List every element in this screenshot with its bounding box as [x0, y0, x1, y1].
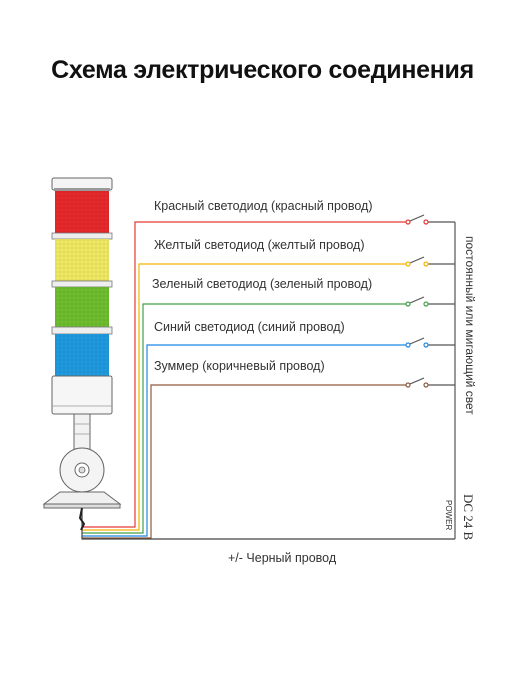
wire-green	[82, 303, 406, 534]
wire-label-brown: Зуммер (коричневый провод)	[154, 359, 325, 373]
power-voltage: DC 24 В	[461, 494, 476, 541]
wire-blue	[82, 344, 406, 537]
tower-cap-band	[54, 188, 110, 191]
wire-label-red: Красный светодиод (красный провод)	[154, 199, 372, 213]
switch-green	[405, 296, 455, 307]
divider-ring	[51, 326, 113, 335]
tower-pole	[73, 413, 91, 451]
diagram-title: Схема электрического соединения	[51, 56, 474, 84]
buzzer-base	[51, 375, 113, 415]
black-wire-label: +/- Черный провод	[228, 551, 337, 565]
wire-labels: Красный светодиод (красный провод) Желтый…	[152, 199, 372, 373]
wire-label-blue: Синий светодиод (синий провод)	[154, 320, 345, 334]
divider-ring	[51, 232, 113, 240]
switch-brown	[405, 377, 455, 388]
switch-yellow	[405, 256, 455, 267]
wire-red	[82, 221, 406, 528]
wire-label-yellow: Желтый светодиод (желтый провод)	[154, 238, 364, 252]
black-wire	[78, 507, 455, 540]
power-label: POWER	[444, 500, 453, 530]
mounting-base	[42, 491, 122, 505]
side-label: постоянный или мигающий свет	[463, 236, 477, 415]
wire-yellow	[82, 263, 406, 531]
signal-tower	[42, 177, 122, 509]
divider-ring	[51, 280, 113, 288]
switch-red	[405, 214, 455, 225]
wire-brown	[82, 384, 406, 539]
switch-blue	[405, 337, 455, 348]
wires-group	[82, 214, 455, 539]
wire-label-green: Зеленый светодиод (зеленый провод)	[152, 277, 372, 291]
